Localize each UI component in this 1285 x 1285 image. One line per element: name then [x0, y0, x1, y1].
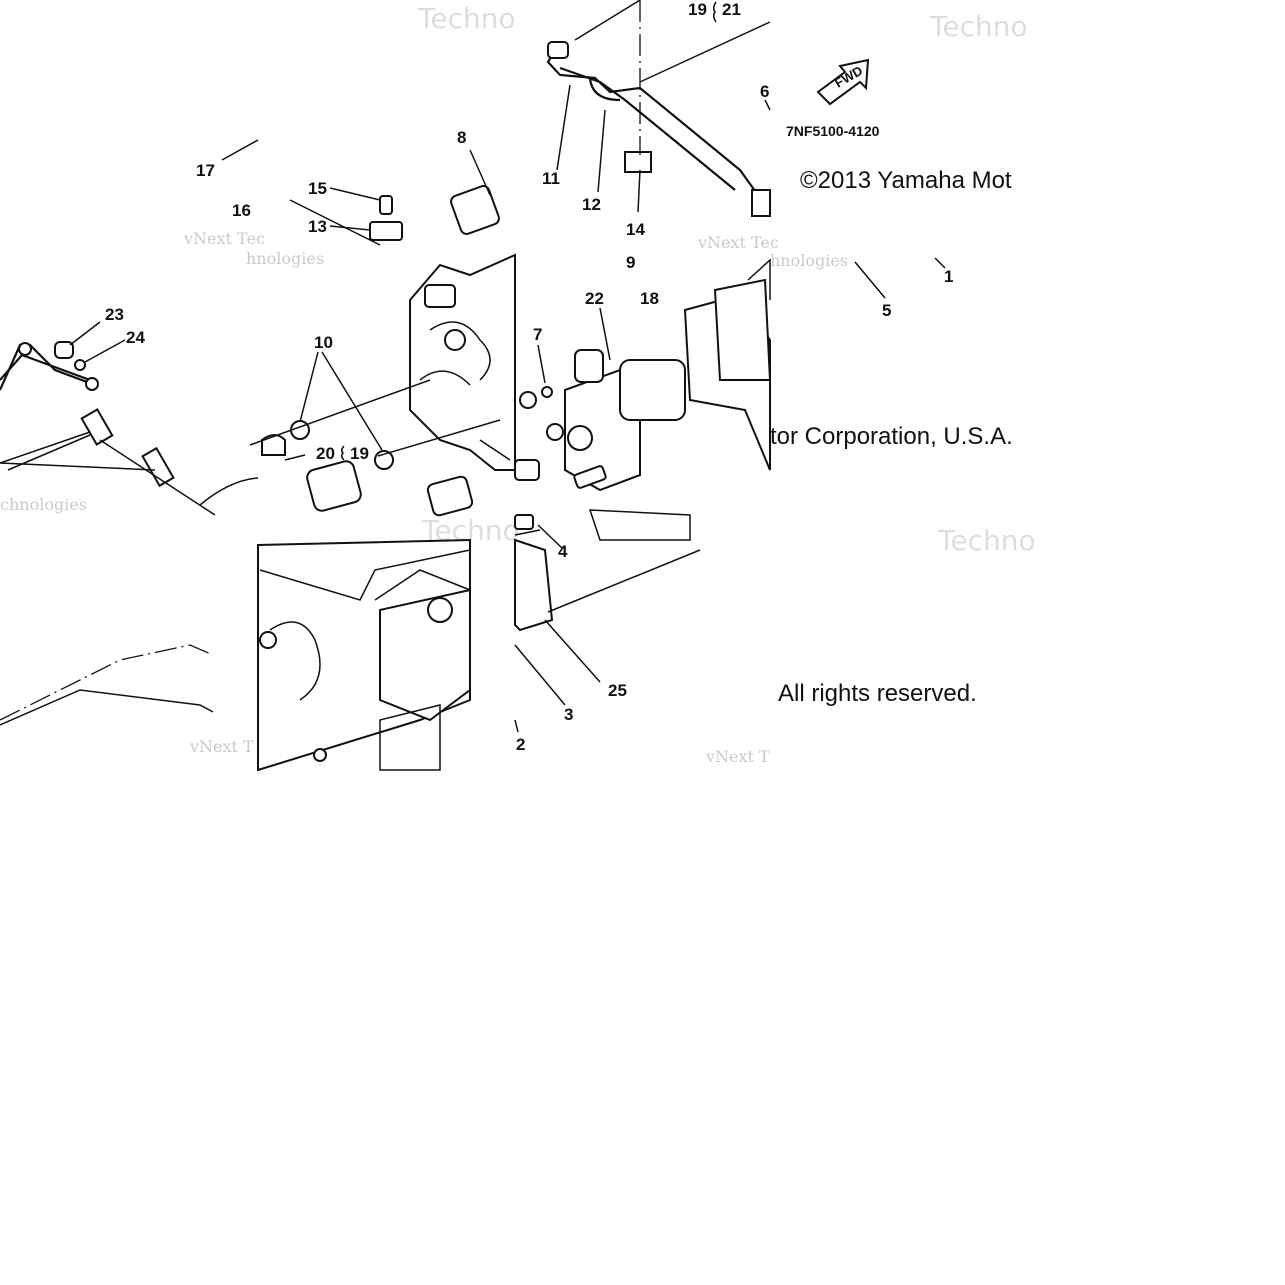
watermark-vnext-left: vNext Tec [183, 229, 265, 248]
watermark-vnext-mid: vNext Tec [697, 233, 779, 252]
callout-3: 3 [564, 705, 573, 724]
callout-25: 25 [608, 681, 627, 700]
callout-22: 22 [585, 289, 604, 308]
corporation-text: tor Corporation, U.S.A. [770, 423, 1013, 450]
drawing-number: 7NF5100-4120 [786, 123, 880, 139]
callout-4: 4 [558, 542, 568, 561]
nut-23 [54, 341, 74, 359]
gaskets-right [683, 258, 772, 471]
watermark-hnologies-left: hnologies [246, 249, 324, 268]
watermark-technologies-left: chnologies [0, 495, 87, 514]
callouts: 1 2 3 4 5 6 7 8 9 10 11 12 13 14 15 16 1… [105, 0, 953, 754]
watermark-vnext-bottom-mid: vNext T [705, 747, 770, 766]
dowel-4 [514, 514, 534, 530]
block-cap [424, 284, 456, 308]
callout-24: 24 [126, 328, 145, 347]
center-injectors [249, 185, 501, 517]
brace-19-21 [712, 1, 717, 23]
callout-19-mid: 19 [350, 444, 369, 463]
bolt-regulator [573, 465, 607, 489]
injector-left-b [141, 446, 175, 488]
injector-center-b [426, 475, 474, 517]
watermark-top-right: Techno [929, 10, 1028, 43]
screw-15 [379, 195, 393, 215]
callout-7: 7 [533, 325, 542, 344]
callout-15: 15 [308, 179, 327, 198]
title-block: 7NF5100-4120 ©2013 Yamaha Mot tor Corpor… [770, 123, 1013, 707]
watermark-hnologies-mid: hnologies [770, 251, 848, 270]
injection-block [409, 253, 516, 471]
callout-21: 21 [722, 0, 741, 19]
injector-8 [450, 185, 500, 235]
callout-23: 23 [105, 305, 124, 324]
copyright-text: ©2013 Yamaha Mot [800, 167, 1012, 194]
callout-1: 1 [944, 267, 953, 286]
callout-17: 17 [196, 161, 215, 180]
callout-8: 8 [457, 128, 466, 147]
cap-20 [261, 434, 286, 456]
rights-text: All rights reserved. [778, 680, 977, 707]
injector-center-a [306, 460, 362, 512]
callout-18: 18 [640, 289, 659, 308]
callout-5: 5 [882, 301, 891, 320]
bracket-13 [369, 221, 403, 241]
crankcase-outline [0, 644, 214, 726]
watermark-vnext-bottom-left: vNext T [189, 737, 254, 756]
gasket-1 [713, 278, 772, 381]
callout-10: 10 [314, 333, 333, 352]
pressure-regulator [514, 349, 691, 541]
fwd-arrow: FWD [816, 58, 870, 106]
callout-14: 14 [626, 220, 645, 239]
watermark-top-left: Techno [417, 2, 516, 35]
nut-7 [519, 391, 537, 409]
callout-2: 2 [516, 735, 525, 754]
callout-11: 11 [542, 169, 560, 188]
pipe-fitting-top [547, 41, 569, 59]
gasket-25 [514, 538, 554, 632]
regulator-fitting-22 [574, 349, 604, 383]
washer-24 [74, 359, 86, 371]
clamp-14 [624, 151, 652, 173]
callout-19-top: 19 [688, 0, 707, 19]
pipe-fitting-right [751, 189, 771, 217]
injector-left-a [80, 408, 114, 446]
callout-16: 16 [232, 201, 251, 220]
leader-lines [69, 84, 946, 733]
callout-12: 12 [582, 195, 601, 214]
lower-manifold [257, 538, 471, 772]
fuel-pipe-assembly [546, 0, 771, 217]
callout-13: 13 [308, 217, 327, 236]
brace-20-19 [340, 445, 345, 461]
callout-6: 6 [760, 82, 769, 101]
callout-20: 20 [316, 444, 335, 463]
gaskets-lower [514, 514, 701, 632]
watermark-tech-right: Techno [937, 524, 1036, 557]
watermarks: Techno Techno vNext Tec vNext Tec hnolog… [0, 2, 1036, 766]
left-injector [0, 341, 259, 516]
callout-9: 9 [626, 253, 635, 272]
regulator-body [619, 359, 686, 421]
